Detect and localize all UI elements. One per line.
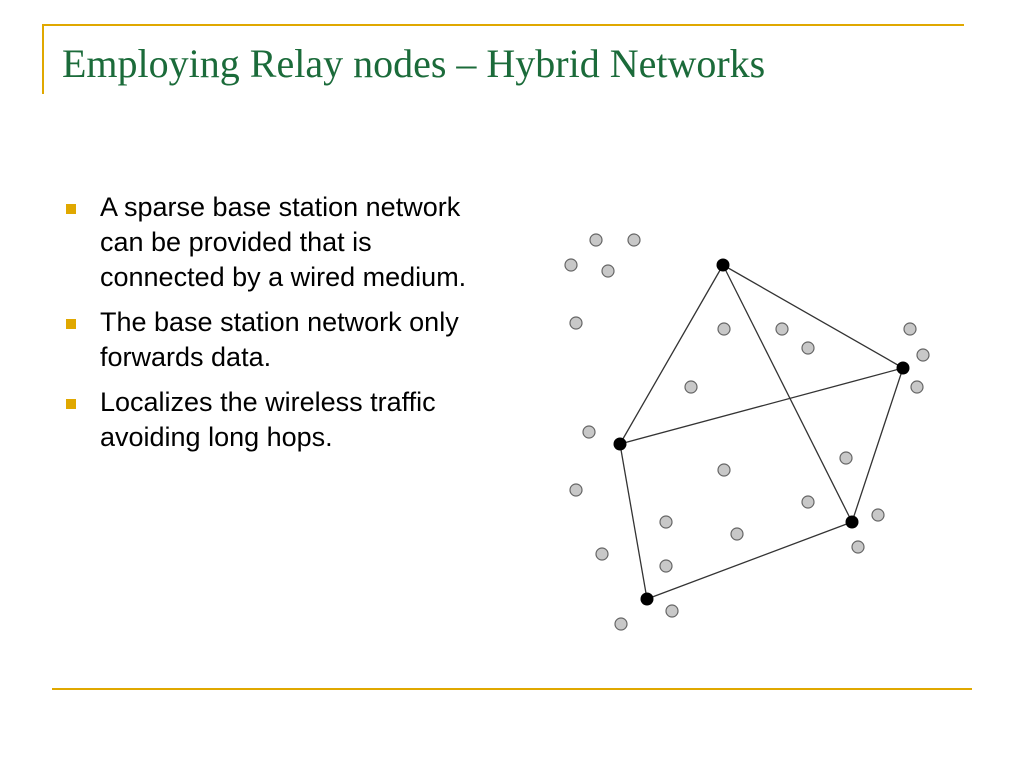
slide-title: Employing Relay nodes – Hybrid Networks — [62, 41, 766, 86]
sensor-node — [595, 547, 609, 561]
sensor-node — [569, 483, 583, 497]
title-rule-left — [42, 24, 44, 94]
sensor-node — [659, 559, 673, 573]
wired-link — [619, 367, 904, 445]
wired-link — [619, 443, 648, 600]
sensor-node — [916, 348, 930, 362]
sensor-node — [839, 451, 853, 465]
base-station-node — [613, 437, 627, 451]
bottom-rule — [52, 688, 972, 690]
wired-links — [619, 264, 904, 600]
bullet-item: The base station network only forwards d… — [62, 305, 502, 375]
sensor-node — [569, 316, 583, 330]
base-station-node — [640, 592, 654, 606]
sensor-node — [564, 258, 578, 272]
sensor-nodes — [564, 233, 930, 631]
title-rule-top — [42, 24, 964, 26]
base-station-node — [896, 361, 910, 375]
sensor-node — [665, 604, 679, 618]
wired-link — [619, 264, 724, 445]
bullet-square-icon — [66, 319, 76, 329]
sensor-node — [801, 341, 815, 355]
bullet-text: The base station network only forwards d… — [100, 307, 459, 372]
sensor-node — [730, 527, 744, 541]
base-stations — [613, 258, 910, 606]
wired-link — [722, 264, 853, 523]
bullet-list: A sparse base station network can be pro… — [62, 190, 502, 465]
wired-link — [646, 521, 853, 600]
sensor-node — [717, 322, 731, 336]
wired-link — [851, 367, 904, 523]
sensor-node — [851, 540, 865, 554]
bullet-text: Localizes the wireless traffic avoiding … — [100, 387, 436, 452]
sensor-node — [717, 463, 731, 477]
sensor-node — [910, 380, 924, 394]
base-station-node — [716, 258, 730, 272]
bullet-square-icon — [66, 204, 76, 214]
bullet-square-icon — [66, 399, 76, 409]
sensor-node — [871, 508, 885, 522]
base-station-node — [845, 515, 859, 529]
sensor-node — [582, 425, 596, 439]
sensor-node — [659, 515, 673, 529]
bullet-item: Localizes the wireless traffic avoiding … — [62, 385, 502, 455]
wired-link — [722, 264, 904, 369]
sensor-node — [627, 233, 641, 247]
sensor-node — [601, 264, 615, 278]
sensor-node — [775, 322, 789, 336]
bullet-item: A sparse base station network can be pro… — [62, 190, 502, 295]
bullet-text: A sparse base station network can be pro… — [100, 192, 467, 292]
sensor-node — [614, 617, 628, 631]
sensor-node — [801, 495, 815, 509]
sensor-node — [589, 233, 603, 247]
sensor-node — [684, 380, 698, 394]
sensor-node — [903, 322, 917, 336]
